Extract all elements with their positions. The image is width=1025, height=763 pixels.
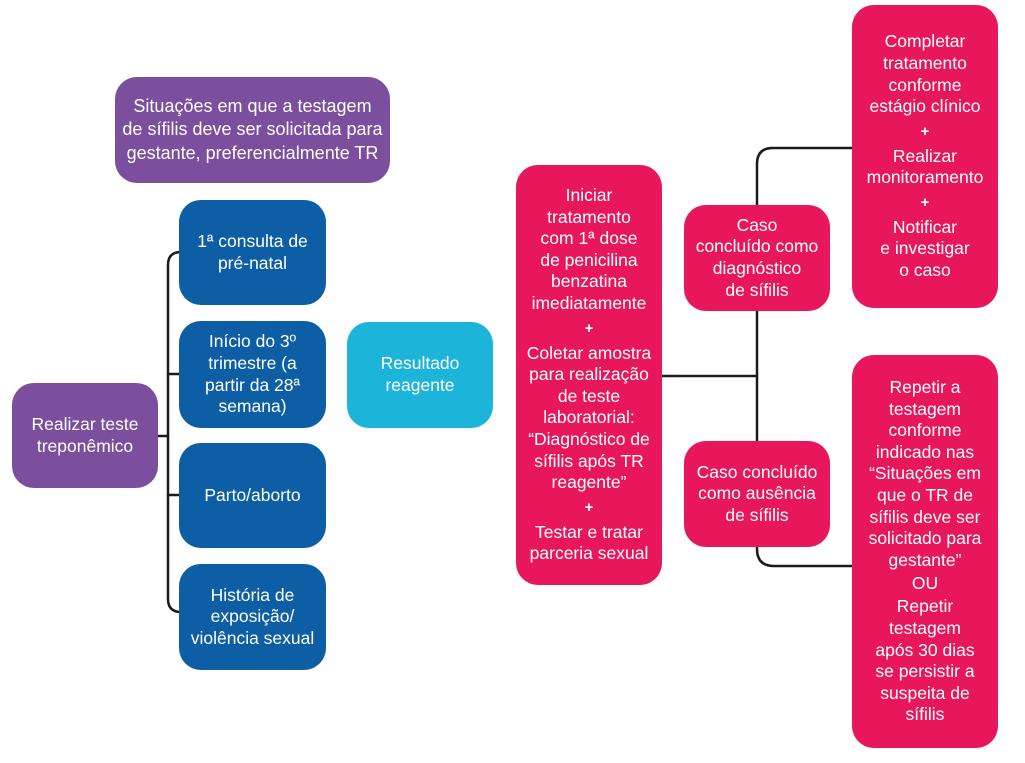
situation-text: Parto/aborto xyxy=(204,484,301,505)
situation-text: História de exposição/ violência sexual xyxy=(190,584,315,648)
retest-option-30-days: Repetir testagem após 30 dias se persist… xyxy=(875,596,975,725)
action-step-test-partner: Testar e tratar parceria sexual xyxy=(529,521,649,564)
situations-header-box: Situações em que a testagem de sífilis d… xyxy=(115,77,390,183)
treatment-step-complete: Completar tratamento conforme estágio cl… xyxy=(869,31,981,117)
situation-third-trimester-box: Início do 3º trimestre (a partir da 28ª … xyxy=(179,321,326,428)
plus-separator: + xyxy=(584,498,594,516)
absence-box: Caso concluído como ausência de sífilis xyxy=(684,441,830,547)
plus-separator: + xyxy=(920,193,930,211)
retest-option-situations: Repetir a testagem conforme indicado nas… xyxy=(868,377,982,570)
connector-situations-trunk xyxy=(166,250,183,614)
connector-absence-to-retest xyxy=(755,545,854,568)
situation-sexual-exposure-box: História de exposição/ violência sexual xyxy=(179,564,326,670)
or-separator: OU xyxy=(911,573,939,594)
plus-separator: + xyxy=(584,319,594,337)
situation-delivery-box: Parto/aborto xyxy=(179,443,326,548)
treatment-box: Completar tratamento conforme estágio cl… xyxy=(852,5,998,308)
situation-text: Início do 3º trimestre (a partir da 28ª … xyxy=(204,331,300,417)
absence-box-text: Caso concluído como ausência de sífilis xyxy=(696,461,818,525)
plus-separator: + xyxy=(920,122,930,140)
action-step-start-treatment: Iniciar tratamento com 1ª dose de penici… xyxy=(531,185,647,314)
action-step-collect-sample: Coletar amostra para realização de teste… xyxy=(526,342,652,493)
situation-text: 1ª consulta de pré-natal xyxy=(197,230,308,273)
situation-first-prenatal-box: 1ª consulta de pré-natal xyxy=(179,200,326,305)
start-box-text: Realizar teste treponêmico xyxy=(31,413,139,456)
connector-diagnosis-to-treatment xyxy=(755,146,854,207)
treatment-step-monitor: Realizar monitoramento xyxy=(866,145,984,188)
result-box: Resultado reagente xyxy=(347,322,493,428)
diagnosis-box-text: Caso concluído como diagnóstico de sífil… xyxy=(695,214,819,300)
result-box-text: Resultado reagente xyxy=(380,353,460,395)
action-box: Iniciar tratamento com 1ª dose de penici… xyxy=(516,165,662,585)
start-box: Realizar teste treponêmico xyxy=(12,383,158,488)
retest-box: Repetir a testagem conforme indicado nas… xyxy=(852,355,998,748)
diagnosis-box: Caso concluído como diagnóstico de sífil… xyxy=(684,205,830,311)
situations-header-text: Situações em que a testagem de sífilis d… xyxy=(122,95,383,163)
treatment-step-notify: Notificar e investigar o caso xyxy=(880,216,970,281)
